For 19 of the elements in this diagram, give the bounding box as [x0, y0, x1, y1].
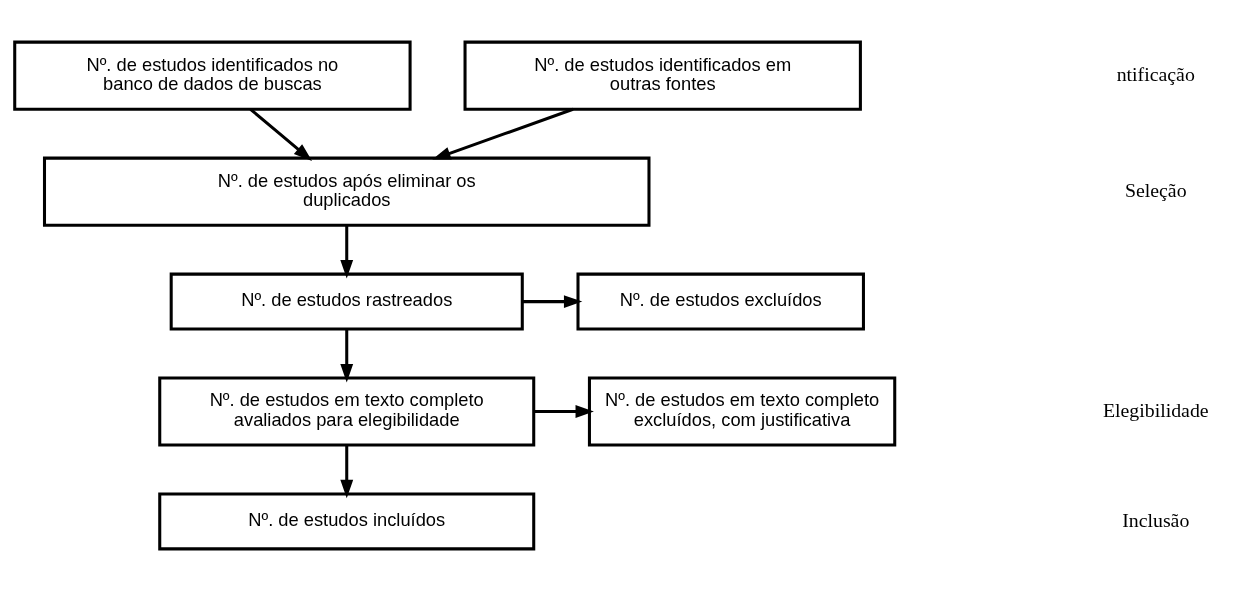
arrow [340, 445, 354, 499]
arrow [432, 107, 574, 160]
label: Seleção [1124, 178, 1187, 201]
node-box: Nº. de estudos após eliminar os duplicados [42, 156, 651, 227]
node-box: Nº. de estudos identificados em outras fontes [463, 40, 862, 111]
node-box: Nº. de estudos incluídos [158, 492, 536, 551]
arrow [522, 295, 583, 309]
node-box: Nº. de estudos em texto completo avaliados para elegibilidade [158, 376, 536, 447]
node-box: Nº. de estudos identificados no banco de dados de buscas [13, 40, 412, 111]
arrow [534, 405, 594, 418]
arrow [340, 225, 354, 279]
label: Elegibilidade [1102, 398, 1209, 421]
label: ntificação [1116, 62, 1195, 85]
arrow [340, 329, 354, 383]
node-box: Nº. de estudos excluídos [576, 272, 865, 331]
node-box: Nº. de estudos em texto completo excluídos, com justificativa [587, 376, 897, 447]
node-box: Nº. de estudos rastreados [169, 272, 524, 331]
arrow [249, 108, 313, 161]
label: Inclusão [1122, 508, 1190, 531]
